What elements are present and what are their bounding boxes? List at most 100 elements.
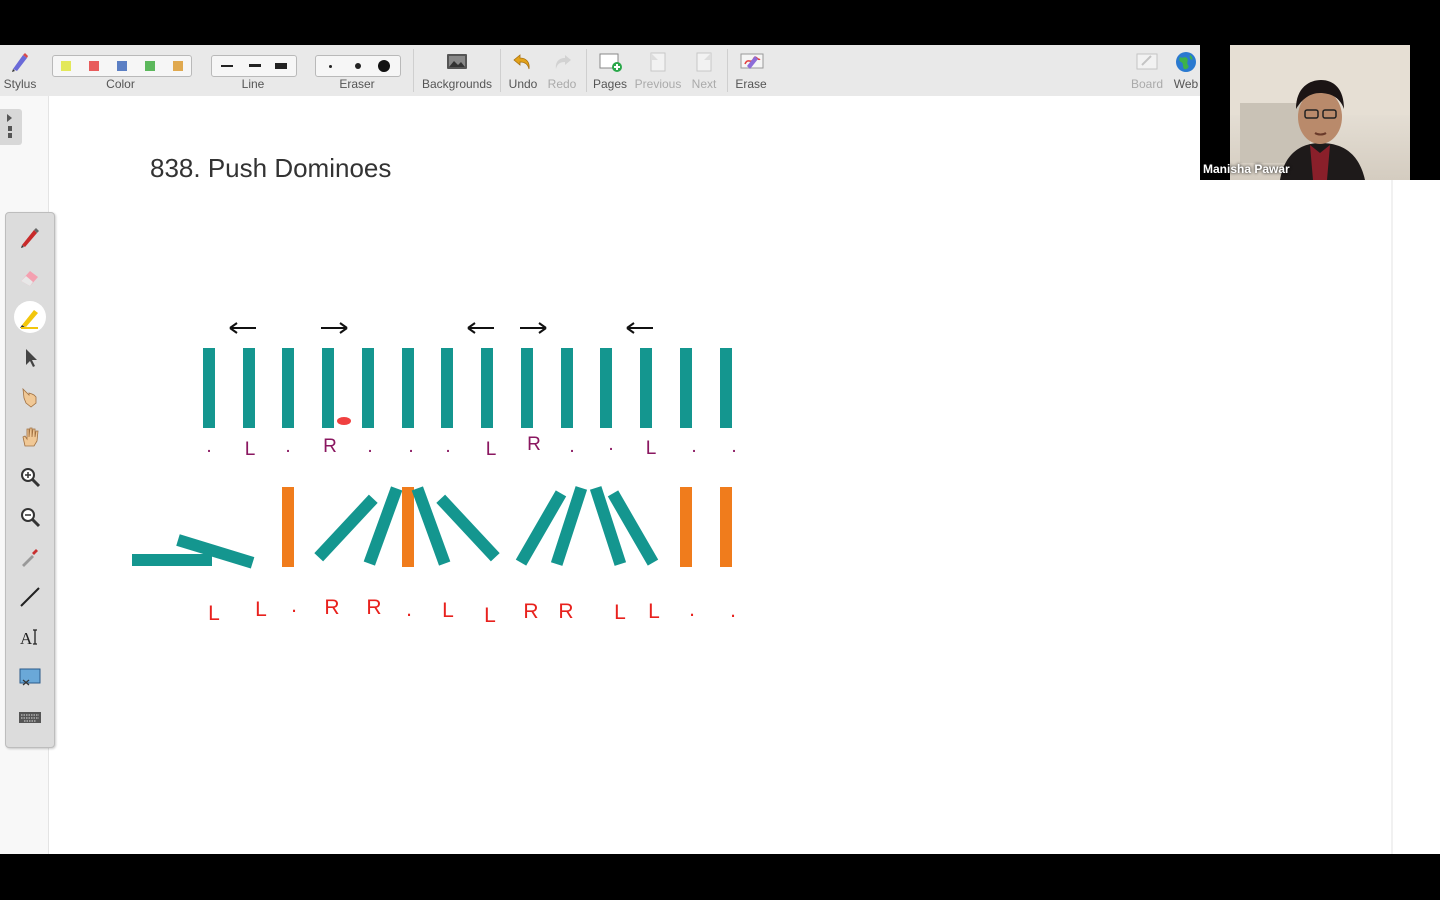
standing-domino xyxy=(680,487,692,567)
fallen-domino xyxy=(314,494,378,562)
color-swatch-yellow[interactable] xyxy=(61,61,71,71)
eyedropper-tool[interactable] xyxy=(14,541,46,573)
participant-video-tile[interactable]: Manisha Pawar xyxy=(1200,45,1440,180)
bottom-label: R xyxy=(324,596,339,619)
fallen-domino xyxy=(515,490,567,566)
color-swatch-red[interactable] xyxy=(89,61,99,71)
bottom-label: L xyxy=(614,601,626,624)
domino xyxy=(720,348,732,428)
zoom-in-tool[interactable] xyxy=(14,461,46,493)
pen-tool[interactable] xyxy=(14,221,46,253)
redo-label: Redo xyxy=(547,77,577,91)
fallen-domino xyxy=(436,494,500,562)
zoom-out-icon xyxy=(21,508,41,528)
bottom-label: R xyxy=(558,600,573,623)
bottom-label: R xyxy=(523,600,538,623)
line-tool[interactable] xyxy=(14,581,46,613)
domino xyxy=(481,348,493,428)
eraser-medium-option[interactable] xyxy=(355,63,361,69)
backgrounds-button[interactable]: Backgrounds xyxy=(418,45,496,96)
eraser-small-option[interactable] xyxy=(329,65,332,68)
bottom-label: L xyxy=(442,599,454,622)
zoom-out-tool[interactable] xyxy=(14,501,46,533)
zoom-in-icon xyxy=(21,468,41,488)
arrow-right-icon xyxy=(520,322,547,334)
color-swatch-blue[interactable] xyxy=(117,61,127,71)
bottom-black-bar xyxy=(0,854,1440,900)
collapse-panel-button[interactable] xyxy=(0,109,22,145)
board-label: Board xyxy=(1130,77,1164,91)
previous-page-button[interactable]: Previous xyxy=(632,45,684,96)
pointer-tool[interactable] xyxy=(14,381,46,413)
bottom-label: . xyxy=(406,598,412,621)
bottom-label: . xyxy=(291,594,297,617)
undo-button[interactable]: Undo xyxy=(504,45,542,96)
color-swatch-green[interactable] xyxy=(145,61,155,71)
domino xyxy=(561,348,573,428)
participant-silhouette xyxy=(1230,45,1410,180)
stylus-button[interactable]: Stylus xyxy=(0,45,40,96)
fallen-domino xyxy=(132,554,212,566)
pages-icon xyxy=(599,53,622,72)
bottom-label: L xyxy=(208,602,220,625)
eraser-size-options xyxy=(315,55,401,77)
line-thick-option[interactable] xyxy=(275,63,287,69)
line-thin-option[interactable] xyxy=(221,65,233,67)
line-width-options xyxy=(211,55,297,77)
domino xyxy=(282,348,294,428)
erase-button[interactable]: Erase xyxy=(731,45,771,96)
next-label: Next xyxy=(691,77,717,91)
page-title: 838. Push Dominoes xyxy=(150,153,392,183)
toolbar-divider xyxy=(586,49,587,92)
next-page-button[interactable]: Next xyxy=(686,45,722,96)
erase-label: Erase xyxy=(735,77,767,91)
fallen-domino xyxy=(589,486,627,566)
eraser-label: Eraser xyxy=(339,77,375,91)
board-button[interactable]: Board xyxy=(1128,45,1166,96)
bottom-label: L xyxy=(484,604,496,627)
whiteboard-canvas[interactable] xyxy=(0,96,1440,854)
keyboard-tool[interactable] xyxy=(14,701,46,733)
top-label: . xyxy=(731,436,736,457)
domino xyxy=(600,348,612,428)
color-group: Color xyxy=(48,45,193,96)
pointer-hand-icon xyxy=(22,387,37,408)
next-page-icon xyxy=(696,52,712,72)
redo-button[interactable]: Redo xyxy=(542,45,582,96)
domino xyxy=(322,348,334,428)
undo-label: Undo xyxy=(508,77,538,91)
stylus-icon xyxy=(12,53,28,72)
highlighter-tool[interactable] xyxy=(14,301,46,333)
line-icon xyxy=(20,587,40,607)
domino xyxy=(680,348,692,428)
eraser-group: Eraser xyxy=(312,45,402,96)
domino xyxy=(441,348,453,428)
web-button[interactable]: Web xyxy=(1168,45,1204,96)
pages-button[interactable]: Pages xyxy=(590,45,630,96)
text-tool[interactable]: A xyxy=(14,621,46,653)
participant-name: Manisha Pawar xyxy=(1203,162,1290,176)
pen-mark xyxy=(337,417,351,425)
arrow-left-icon xyxy=(626,322,653,334)
top-label: . xyxy=(608,434,613,455)
domino xyxy=(203,348,215,428)
line-medium-option[interactable] xyxy=(249,64,261,67)
bottom-domino-row xyxy=(132,486,732,569)
screen-capture-icon xyxy=(19,668,41,686)
eraser-tool[interactable] xyxy=(14,261,46,293)
webcam-feed xyxy=(1230,45,1410,180)
eyedropper-icon xyxy=(22,549,38,567)
top-label: L xyxy=(486,439,497,460)
pan-tool[interactable] xyxy=(14,421,46,453)
toolbar-divider xyxy=(727,49,728,92)
select-tool[interactable] xyxy=(14,341,46,373)
fallen-domino xyxy=(363,486,403,566)
globe-icon xyxy=(1176,52,1196,72)
undo-icon xyxy=(513,54,530,70)
eraser-large-option[interactable] xyxy=(378,60,390,72)
color-swatch-orange[interactable] xyxy=(173,61,183,71)
standing-domino xyxy=(720,487,732,567)
fallen-domino xyxy=(176,534,255,569)
bottom-label-row: L L . R R . L L R R L L . . xyxy=(208,594,736,627)
screen-capture-tool[interactable] xyxy=(14,661,46,693)
